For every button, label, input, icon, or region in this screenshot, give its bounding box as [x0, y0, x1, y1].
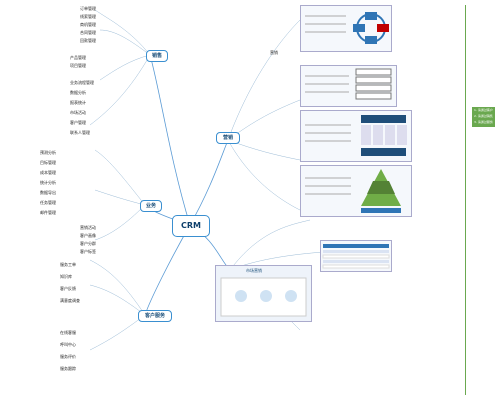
- sales-item: 数据分析: [70, 90, 86, 95]
- cs-item: 服务跟踪: [60, 366, 76, 371]
- sales-item: 市场活动: [70, 110, 86, 115]
- sales-item: 项目管理: [70, 63, 86, 68]
- business-item: 客户分群: [80, 241, 96, 246]
- branch-marketing: 营销: [216, 132, 240, 144]
- business-item: 目标管理: [40, 160, 56, 165]
- right-list-image: [300, 65, 397, 107]
- cs-item: 在线客服: [60, 330, 76, 335]
- sales-item: 产品管理: [70, 55, 86, 60]
- funnel-image: [300, 165, 412, 217]
- business-item: 预测分析: [40, 150, 56, 155]
- stacked-list: [305, 68, 392, 100]
- branch-sales: 销售: [146, 50, 168, 62]
- sales-item: 合同管理: [80, 30, 96, 35]
- side-note-tag: [472, 107, 495, 127]
- cs-item: 服务评价: [60, 354, 76, 359]
- business-item: 成本管理: [40, 170, 56, 175]
- screenshot-title: 市场营销: [246, 268, 262, 273]
- side-note-line: 2. 请通过销售: [474, 114, 493, 118]
- cs-item: 满意度调查: [60, 298, 80, 303]
- business-item: 营销活动: [80, 225, 96, 230]
- sales-item: 联系人管理: [70, 130, 90, 135]
- side-note-line: 1. 请通过客户: [474, 108, 493, 112]
- pipeline-image: [300, 110, 412, 162]
- marketing-screenshot: 市场营销: [215, 265, 312, 322]
- sales-item: 订单管理: [80, 6, 96, 11]
- center-node: CRM: [172, 215, 210, 237]
- marketing-diagram-image: [300, 5, 392, 52]
- business-item: 客户画像: [80, 233, 96, 238]
- data-table: [322, 244, 390, 269]
- sales-item: 线索管理: [80, 14, 96, 19]
- sales-item: 客户管理: [70, 120, 86, 125]
- cycle-diagram: [305, 12, 389, 44]
- business-item: 统计分析: [40, 180, 56, 185]
- branch-customer-service: 客户服务: [138, 310, 172, 322]
- business-item: 邮件管理: [40, 210, 56, 215]
- cs-item: 服务工单: [60, 262, 76, 267]
- screenshot-content: [220, 277, 307, 317]
- business-item: 数据导出: [40, 190, 56, 195]
- pipeline-diagram: [305, 115, 407, 156]
- sales-item: 商机管理: [80, 22, 96, 27]
- data-table-image: [320, 240, 392, 272]
- business-item: 任务管理: [40, 200, 56, 205]
- cs-item: 知识库: [60, 274, 72, 279]
- business-item: 客户标签: [80, 249, 96, 254]
- right-top-title: 营销: [270, 50, 278, 55]
- sales-item: 报表统计: [70, 100, 86, 105]
- cs-item: 呼叫中心: [60, 342, 76, 347]
- sales-item: 业务流程管理: [70, 80, 94, 85]
- branch-business: 业务: [140, 200, 162, 212]
- cs-item: 客户反馈: [60, 286, 76, 291]
- side-note-line: 3. 请通过服务: [474, 120, 493, 124]
- sales-item: 回款管理: [80, 38, 96, 43]
- side-note: 1. 请通过客户 2. 请通过销售 3. 请通过服务: [465, 5, 495, 395]
- funnel-diagram: [305, 169, 401, 213]
